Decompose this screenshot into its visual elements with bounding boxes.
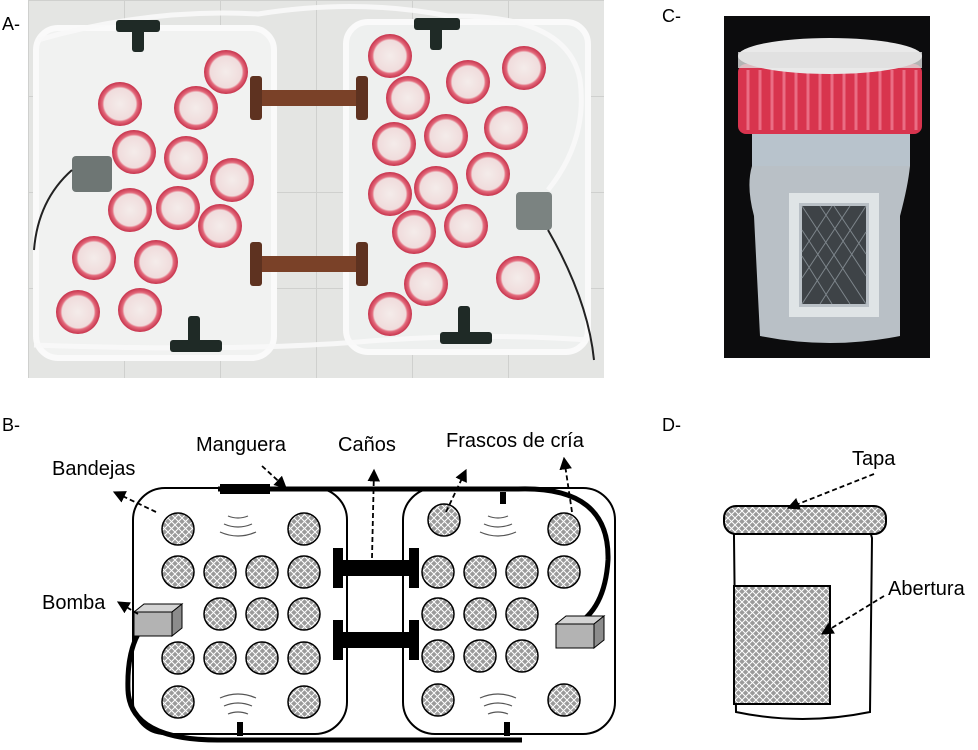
label-canos: Caños <box>338 434 396 456</box>
label-manguera: Manguera <box>196 434 287 456</box>
label-tapa: Tapa <box>852 448 896 470</box>
pump-left <box>72 156 112 192</box>
panel-label-a: A- <box>2 14 20 34</box>
jars-right-schematic <box>421 503 581 717</box>
jar-schematic <box>723 505 887 720</box>
jar-cap <box>738 38 922 134</box>
photo-rearing-jar <box>724 16 930 358</box>
label-abertura: Abertura <box>888 578 965 600</box>
label-frascos: Frascos de cría <box>446 430 584 452</box>
panel-label-b: B- <box>2 415 20 435</box>
label-bomba: Bomba <box>42 592 106 614</box>
air-bubbles <box>219 515 517 715</box>
connecting-pipes <box>250 76 368 286</box>
label-bandejas: Bandejas <box>52 458 136 480</box>
mesh-window <box>789 193 879 317</box>
pipes <box>333 548 419 660</box>
jar-lid-schematic <box>723 505 887 535</box>
hose <box>37 4 584 192</box>
callout-arrows-b <box>112 456 573 615</box>
pump-left-schematic <box>132 602 184 638</box>
jars-left-schematic <box>161 512 321 719</box>
panel-label-d: D- <box>662 415 681 435</box>
pump-right-schematic <box>554 614 606 650</box>
rearing-jars-left <box>56 50 254 334</box>
photo-trays <box>28 0 604 378</box>
pump-right <box>516 192 552 230</box>
callout-arrows-d <box>786 473 885 635</box>
photo-rearing-jar-drawing <box>724 16 930 358</box>
photo-trays-drawing <box>28 0 604 378</box>
t-connectors <box>116 18 492 352</box>
jar-opening-schematic <box>733 585 831 705</box>
panel-label-c: C- <box>662 6 681 26</box>
rearing-jars-right <box>368 34 546 336</box>
